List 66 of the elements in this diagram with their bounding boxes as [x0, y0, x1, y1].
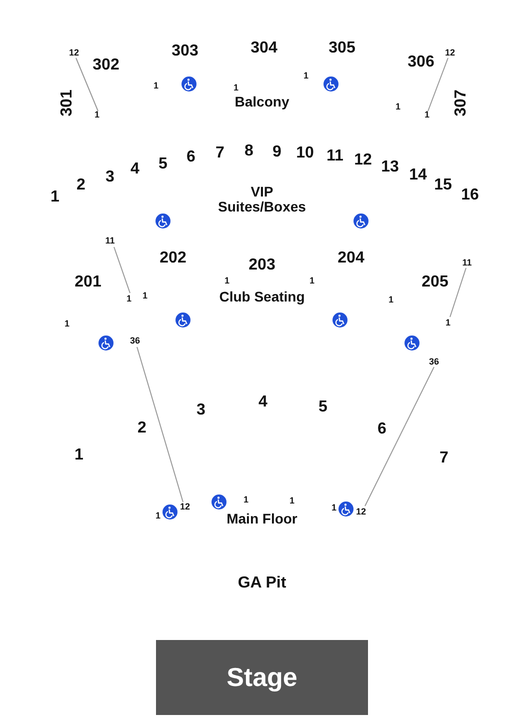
row-number: 1	[64, 319, 70, 329]
row-number: 12	[180, 502, 190, 512]
row-number: 1	[244, 495, 248, 505]
row-number: 1	[94, 110, 100, 120]
row-number: 11	[105, 236, 115, 246]
section-number: 10	[296, 146, 314, 162]
section-number: 203	[248, 258, 276, 274]
row-number: 1	[142, 291, 148, 301]
area-label: Balcony	[234, 94, 290, 110]
row-number: 36	[130, 336, 140, 346]
area-label: Club Seating	[218, 290, 306, 304]
section-number: 12	[354, 152, 372, 170]
area-label: GA Pit	[236, 576, 288, 592]
section-number: 3	[196, 402, 206, 420]
section-number: 6	[186, 150, 196, 166]
section-number: 306	[408, 54, 434, 72]
section-number: 1	[50, 190, 60, 206]
section-number: 4	[130, 162, 140, 178]
section-number: 16	[461, 188, 479, 204]
section-number: 7	[216, 146, 224, 162]
section-number: 4	[258, 394, 268, 412]
section-number: 301	[60, 90, 76, 116]
section-number: 2	[138, 420, 146, 438]
area-label: Main Floor	[226, 512, 298, 526]
row-number: 12	[445, 48, 455, 58]
section-number: 202	[160, 250, 186, 268]
section-number: 303	[172, 44, 198, 60]
row-number: 1	[396, 102, 400, 112]
section-number: 201	[74, 274, 102, 292]
row-number: 36	[429, 357, 439, 367]
section-number: 302	[92, 58, 120, 74]
area-label: VIP Suites/Boxes	[217, 184, 307, 214]
section-number: 5	[318, 400, 328, 416]
section-number: 304	[250, 40, 278, 58]
stage-block: Stage	[156, 640, 368, 715]
section-number: 307	[454, 90, 470, 116]
row-number: 11	[462, 258, 472, 268]
row-number: 12	[69, 48, 79, 58]
section-number: 13	[381, 160, 399, 176]
row-number: 1	[388, 295, 394, 305]
section-number: 2	[76, 178, 86, 194]
row-number: 1	[332, 503, 336, 513]
section-number: 305	[328, 40, 356, 58]
row-number: 1	[446, 318, 450, 328]
section-number: 6	[378, 422, 386, 438]
row-number: 1	[304, 71, 308, 81]
row-number: 1	[156, 511, 160, 521]
row-number: 1	[310, 276, 314, 286]
section-number: 7	[440, 450, 448, 468]
section-number: 1	[74, 448, 84, 464]
section-number: 15	[434, 178, 452, 194]
section-number: 205	[422, 274, 448, 292]
row-number: 1	[154, 81, 158, 91]
row-number: 1	[224, 276, 230, 286]
section-number: 11	[326, 148, 344, 166]
row-number: 1	[424, 110, 430, 120]
row-number: 1	[126, 294, 132, 304]
section-number: 3	[106, 170, 114, 186]
section-number: 9	[272, 144, 282, 162]
section-number: 14	[409, 168, 427, 184]
section-number: 204	[338, 250, 364, 268]
section-number: 5	[158, 156, 168, 174]
row-number: 12	[356, 507, 366, 517]
section-number: 8	[244, 144, 254, 160]
row-number: 1	[290, 496, 294, 506]
row-number: 1	[234, 83, 238, 93]
